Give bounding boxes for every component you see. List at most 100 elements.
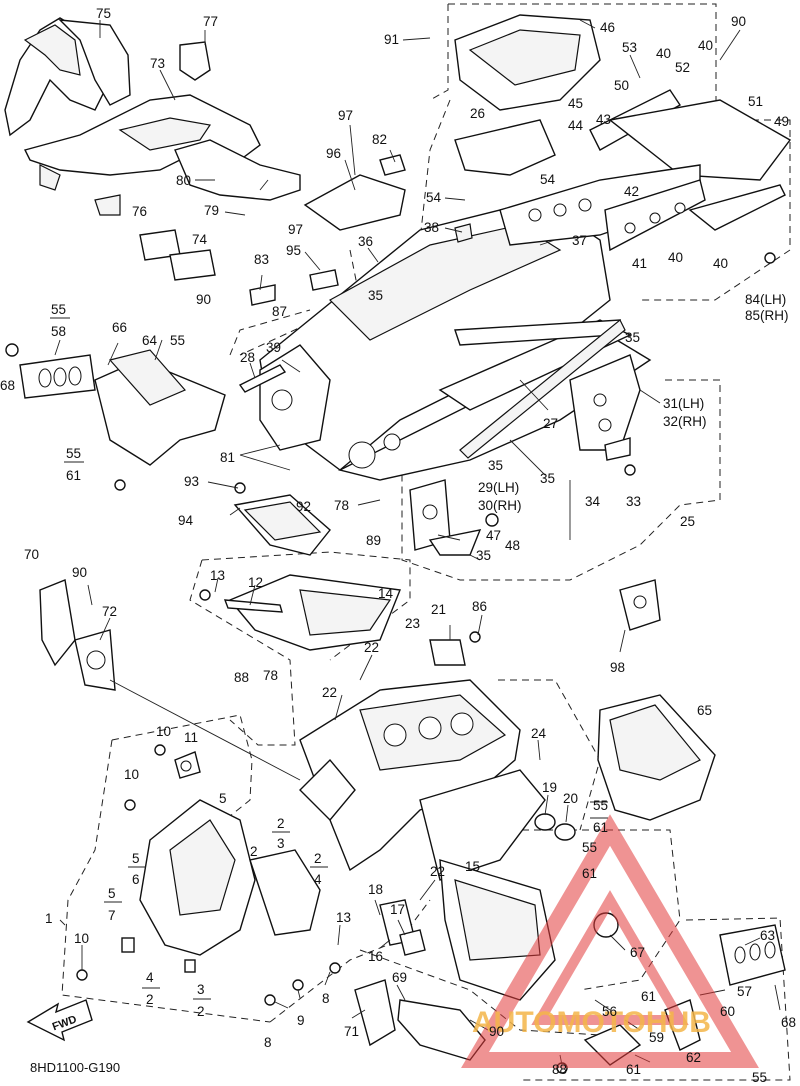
- callout-label: 24: [531, 726, 547, 741]
- callout-label: 57: [737, 984, 752, 999]
- front-frame-top: [39, 574, 401, 691]
- callout-label: 35: [488, 458, 503, 473]
- callout-label: 70: [24, 547, 39, 562]
- callout-label: 50: [614, 78, 629, 93]
- callout-label: 55: [752, 1070, 767, 1085]
- callout-label: 4: [314, 872, 322, 887]
- callout-label: 55: [170, 333, 185, 348]
- callout-label: 25: [680, 514, 695, 529]
- callout-label: 42: [624, 184, 639, 199]
- callout-label: 54: [426, 190, 442, 205]
- callout-label: 98: [610, 660, 625, 675]
- callout-label: 28: [240, 350, 255, 365]
- callout-label: 68: [781, 1015, 796, 1030]
- watermark-text: AUTOMOTOHUB: [472, 1006, 711, 1039]
- callout-label: 58: [51, 324, 66, 339]
- callout-label: 8: [322, 991, 330, 1006]
- rear-bumper: [597, 694, 716, 821]
- callout-label: 85(RH): [745, 308, 789, 323]
- callout-label: 55: [593, 798, 608, 813]
- mid-brackets: [249, 154, 473, 306]
- callout-label: 81: [220, 450, 235, 465]
- callout-label: 7: [108, 908, 116, 923]
- callout-label: 75: [96, 6, 111, 21]
- callout-labels: 75 77 73 91 46 90 53 40 40 52 50 51 49 4…: [0, 6, 796, 1085]
- callout-label: 67: [630, 945, 645, 960]
- callout-label: 45: [568, 96, 583, 111]
- callout-label: 35: [476, 548, 491, 563]
- callout-label: 64: [142, 333, 158, 348]
- front-nose-panels: [4, 17, 301, 281]
- callout-label: 90: [731, 14, 746, 29]
- fasteners: [76, 252, 776, 1074]
- callout-label: 49: [774, 114, 789, 129]
- callout-label: 87: [272, 304, 287, 319]
- callout-label: 22: [322, 685, 337, 700]
- callout-label: 60: [720, 1004, 735, 1019]
- callout-label: 91: [384, 32, 399, 47]
- callout-label: 35: [540, 471, 555, 486]
- callout-label: 10: [74, 931, 89, 946]
- callout-label: 4: [146, 970, 154, 985]
- callout-label: 3: [277, 836, 285, 851]
- callout-label: 37: [572, 233, 587, 248]
- callout-label: 5: [132, 851, 140, 866]
- callout-label: 89: [366, 533, 381, 548]
- callout-label: 23: [405, 616, 420, 631]
- callout-label: 13: [336, 910, 351, 925]
- callout-label: 54: [540, 172, 556, 187]
- callout-label: 97: [338, 108, 353, 123]
- rear-rails: [454, 14, 792, 252]
- callout-label: 32(RH): [663, 414, 707, 429]
- callout-label: 77: [203, 14, 218, 29]
- callout-label: 90: [72, 565, 87, 580]
- callout-label: 88: [234, 670, 249, 685]
- callout-label: 40: [698, 38, 713, 53]
- callout-label: 80: [176, 173, 191, 188]
- watermark-logo: [461, 814, 759, 1068]
- callout-label: 10: [124, 767, 139, 782]
- callout-label: 96: [326, 146, 341, 161]
- diagram-code: 8HD1100-G190: [30, 1060, 120, 1075]
- callout-label: 2: [197, 1004, 205, 1019]
- callout-label: 56: [602, 1004, 617, 1019]
- callout-label: 10: [156, 724, 171, 739]
- callout-label: 16: [368, 949, 383, 964]
- callout-label: 8: [264, 1035, 272, 1050]
- callout-label: 92: [296, 499, 311, 514]
- callout-label: 20: [563, 791, 578, 806]
- callout-label: 84(LH): [745, 292, 786, 307]
- callout-label: 41: [632, 256, 647, 271]
- callout-label: 48: [505, 538, 520, 553]
- callout-label: 1: [45, 911, 53, 926]
- callout-label: 5: [108, 886, 116, 901]
- callout-label: 76: [132, 204, 147, 219]
- fwd-arrow-icon: FWD: [26, 999, 93, 1042]
- callout-label: 61: [641, 989, 656, 1004]
- callout-label: 36: [358, 234, 373, 249]
- callout-label: 61: [582, 866, 597, 881]
- leader-lines: [54, 19, 781, 1066]
- callout-label: 35: [368, 288, 383, 303]
- callout-label: 90: [196, 292, 211, 307]
- callout-label: 22: [364, 640, 379, 655]
- callout-label: 40: [668, 250, 683, 265]
- callout-label: 9: [297, 1013, 305, 1028]
- callout-label: 65: [697, 703, 712, 718]
- callout-label: 83: [254, 252, 269, 267]
- callout-label: 38: [424, 220, 439, 235]
- callout-label: 33: [626, 494, 641, 509]
- callout-label: 55: [582, 840, 597, 855]
- callout-label: 40: [656, 46, 671, 61]
- callout-label: 94: [178, 513, 194, 528]
- callout-label: 79: [204, 203, 219, 218]
- callout-label: 11: [184, 730, 198, 745]
- callout-label: 34: [585, 494, 601, 509]
- callout-label: 97: [288, 222, 303, 237]
- lower-front-mount: [121, 751, 321, 973]
- callout-label: 17: [390, 902, 405, 917]
- callout-label: 44: [568, 118, 584, 133]
- callout-label: 74: [192, 232, 208, 247]
